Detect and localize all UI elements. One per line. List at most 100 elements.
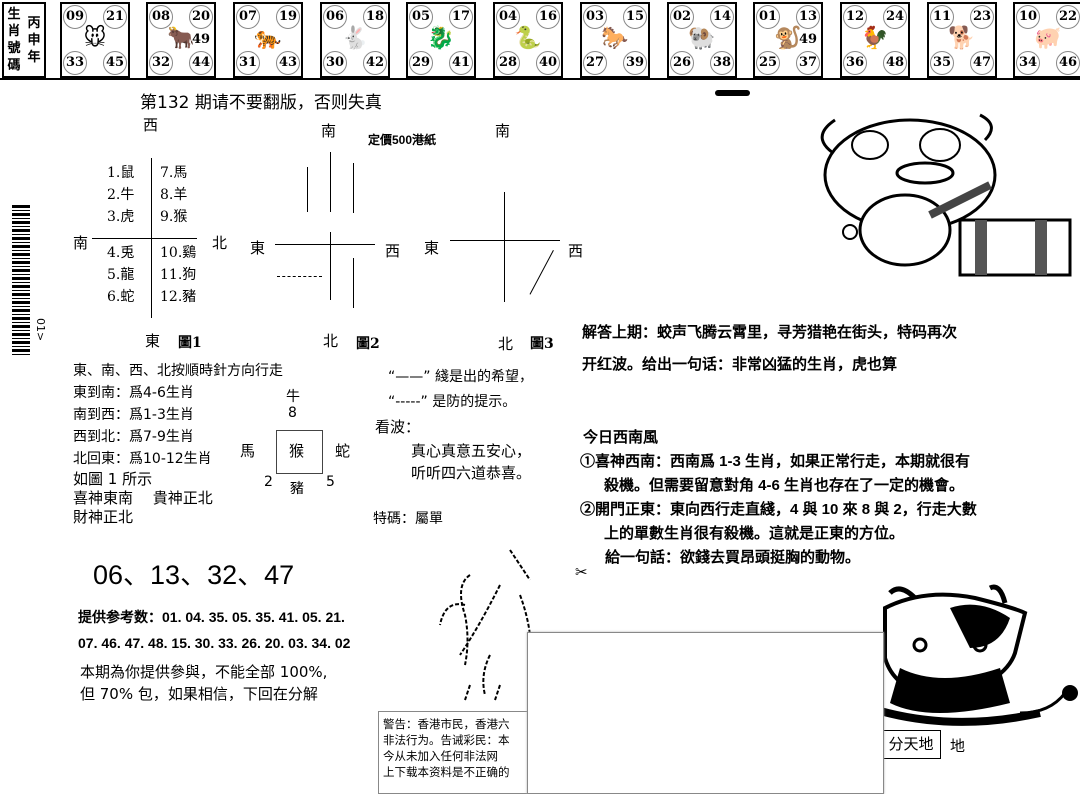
zodiac-number: 16 (536, 5, 560, 29)
fig2-bottom-label: 北 (323, 332, 339, 350)
zodiac-number: 09 (63, 5, 87, 29)
fig2-right-label: 西 (385, 242, 401, 260)
compass-right: 蛇 (335, 442, 351, 460)
rooster-icon: 🐓 (861, 26, 889, 51)
fig3-bottom-label: 北 (498, 335, 514, 353)
compass-bottom-left: 2 (264, 474, 273, 490)
price-label: 定價500港紙 (368, 133, 437, 147)
dog-icon: 🐕 (948, 26, 976, 51)
fig3-line (504, 192, 505, 302)
zodiac-number: 13 (796, 5, 820, 29)
fig2-line (353, 258, 354, 308)
legend-solid: “——” 綫是出的希望， (388, 369, 533, 385)
fig3-caption: 圖3 (530, 336, 554, 352)
compass-left: 馬 (240, 442, 256, 460)
zodiac-number: 20 (189, 5, 213, 29)
zodiac-number: 04 (496, 5, 520, 29)
ink-smudge (715, 90, 750, 96)
fig3-left-label: 東 (424, 239, 440, 257)
zodiac-number: 30 (323, 51, 347, 75)
zodiac-number: 41 (449, 51, 473, 75)
fig1-horizontal-axis (92, 238, 197, 239)
zodiac-number: 11 (930, 5, 954, 29)
warning-line: 警告：香港市民，香港六 (383, 717, 510, 731)
fig3-top-label: 南 (495, 122, 511, 140)
zodiac-number: 35 (930, 51, 954, 75)
rule-item: 北回東：爲10-12生肖 (73, 451, 212, 467)
zodiac-number: 42 (363, 51, 387, 75)
rule-item: 南到西：爲1-3生肖 (73, 407, 194, 423)
zodiac-number: 19 (276, 5, 300, 29)
kanbo-line-1: 真心真意五安心， (411, 442, 532, 460)
rabbit-icon: 🐇 (341, 26, 369, 51)
horse-illustration (439, 549, 533, 701)
fig2-line (275, 244, 375, 245)
rules-note: 如圖 1 所示 (73, 470, 153, 488)
warning-line: 非法行为。告诫彩民：本 (383, 733, 510, 747)
cow-illustration (870, 584, 1078, 726)
zodiac-number: 14 (710, 5, 734, 29)
blank-popup-panel[interactable] (527, 632, 884, 794)
issue-title: 第132 期请不要翻版，否则失真 (140, 93, 382, 113)
pig-icon: 🐖 (1034, 26, 1062, 51)
zodiac-number: 06 (323, 5, 347, 29)
today-title: 今日西南風 (583, 429, 659, 446)
fig3-right-label: 西 (568, 242, 584, 260)
zodiac-number: 31 (236, 51, 260, 75)
fig1-bottom-label: 東 (145, 332, 161, 350)
zodiac-number-extra: 49 (798, 32, 818, 47)
dragon-icon: 🐉 (427, 26, 455, 51)
fig1-left-label: 南 (73, 234, 89, 252)
zodiac-number: 39 (623, 51, 647, 75)
tiger-icon: 🐅 (254, 26, 282, 51)
monkey-icon: 🐒 (774, 26, 802, 51)
zodiac-number: 02 (670, 5, 694, 29)
zodiac-number: 36 (843, 51, 867, 75)
zodiac-number: 03 (583, 5, 607, 29)
compass-center-box (276, 430, 323, 474)
reference-numbers-2: 07. 46. 47. 48. 15. 30. 33. 26. 20. 03. … (78, 635, 351, 651)
zodiac-number: 27 (583, 51, 607, 75)
fig2-line (353, 163, 354, 213)
zodiac-number: 48 (883, 51, 907, 75)
zodiac-number: 38 (710, 51, 734, 75)
fig3-line (450, 240, 560, 241)
zodiac-number: 40 (536, 51, 560, 75)
warning-box: 警告：香港市民，香港六 非法行为。告诫彩民：本 今从未加入任何非法网 上下载本资… (378, 711, 530, 794)
zodiac-number: 17 (449, 5, 473, 29)
today-hint: 給一句話：欲錢去買昂頭挺胸的動物。 (605, 549, 861, 566)
zodiac-number: 37 (796, 51, 820, 75)
reference-numbers-1: 提供参考数：01. 04. 35. 05. 35. 41. 05. 21. (78, 609, 345, 625)
zodiac-label: 生 肖 號 碼 丙 申 年 (2, 2, 46, 78)
today-point-2-cont: 上的單數生肖很有殺機。這就是正東的方位。 (604, 525, 905, 542)
fig2-line (330, 232, 331, 300)
snake-icon: 🐍 (514, 26, 542, 51)
fig2-left-label: 東 (250, 239, 266, 257)
gods-line-1: 喜神東南 貴神正北 (73, 489, 213, 507)
fig2-dashed-line (277, 276, 322, 277)
zodiac-number: 33 (63, 51, 87, 75)
zodiac-number: 12 (843, 5, 867, 29)
compass-top: 牛 (286, 389, 300, 405)
fig1-left-list: 1.鼠 2.牛 3.虎 4.兎 5.龍 6.蛇 (107, 165, 135, 305)
zodiac-number: 24 (883, 5, 907, 29)
answer-line-2: 开红波。给出一句话：非常凶猛的生肖，虎也算 (582, 356, 898, 373)
zodiac-number: 34 (1016, 51, 1040, 75)
today-section: 今日西南風 ①喜神西南：西南爲 1-3 生肖，如果正常行走，本期就很有 殺機。但… (580, 426, 977, 570)
compass-top-num: 8 (288, 405, 297, 421)
compass-bottom-right: 5 (326, 474, 335, 490)
zodiac-number-extra: 49 (191, 32, 211, 47)
legend-dashed: “-----” 是防的提示。 (388, 394, 517, 410)
rat-icon: 🐭 (83, 26, 107, 51)
rules-section: 東、南、西、北按順時針方向行走 東到南：爲4-6生肖 南到西：爲1-3生肖 西到… (73, 360, 283, 527)
zodiac-number: 07 (236, 5, 260, 29)
lucky-numbers: 06、13、32、47 (93, 560, 295, 590)
rule-item: 東到南：爲4-6生肖 (73, 385, 194, 401)
